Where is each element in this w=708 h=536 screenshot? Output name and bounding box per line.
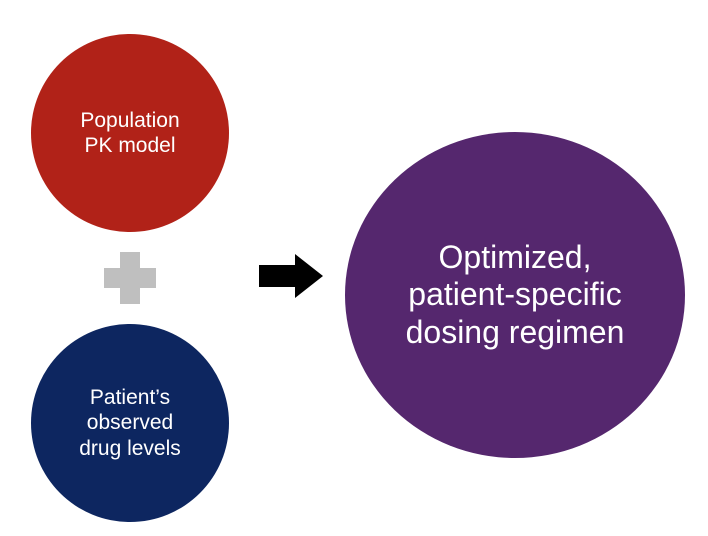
- plus-icon: [104, 252, 156, 304]
- arrow-right-icon: [259, 254, 323, 298]
- optimized-dosing-regimen-node: Optimized, patient-specific dosing regim…: [345, 132, 685, 458]
- population-pk-model-label: Population PK model: [80, 108, 180, 157]
- plus-vertical-bar: [120, 252, 140, 304]
- patient-drug-levels-label: Patient’s observed drug levels: [79, 386, 181, 460]
- patient-drug-levels-node: Patient’s observed drug levels: [31, 324, 229, 522]
- arrow-right-shape: [259, 254, 323, 298]
- optimized-dosing-regimen-label: Optimized, patient-specific dosing regim…: [405, 238, 625, 350]
- population-pk-model-node: Population PK model: [31, 34, 229, 232]
